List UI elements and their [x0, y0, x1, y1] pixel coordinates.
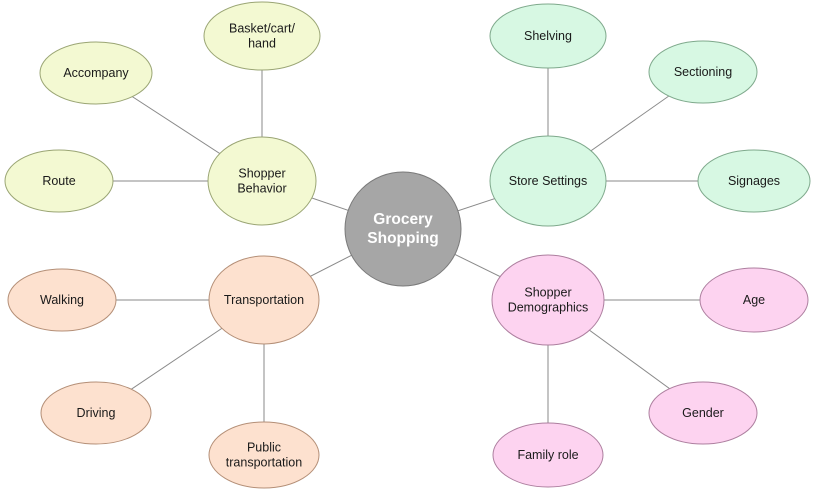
node-route-shape	[4, 149, 114, 213]
node-store-settings-label: Store Settings	[509, 174, 588, 188]
node-signages-shape	[697, 149, 811, 213]
node-store-settings: Store Settings	[489, 135, 607, 227]
node-family-role: Family role	[492, 422, 604, 488]
node-public-transportation-label: Public	[247, 441, 281, 455]
node-age-shape	[699, 267, 809, 333]
node-shopper-demographics-shape	[491, 254, 605, 346]
node-signages: Signages	[697, 149, 811, 213]
node-walking: Walking	[7, 268, 117, 332]
node-gender-shape	[648, 381, 758, 445]
node-signages-label: Signages	[728, 174, 780, 188]
node-accompany: Accompany	[39, 41, 153, 105]
node-transportation-shape	[208, 255, 320, 345]
node-shopper-demographics-label: Shopper	[524, 286, 571, 300]
node-basket-label: Basket/cart/	[229, 22, 296, 36]
node-store-settings-shape	[489, 135, 607, 227]
node-driving-label: Driving	[77, 406, 116, 420]
node-shopper-demographics-label: Demographics	[508, 301, 589, 315]
node-shelving-shape	[489, 3, 607, 69]
node-shopper-behavior-shape	[207, 136, 317, 226]
node-sectioning-shape	[648, 40, 758, 104]
node-shelving: Shelving	[489, 3, 607, 69]
node-route-label: Route	[42, 174, 75, 188]
node-family-role-label: Family role	[517, 448, 578, 462]
central-topic-node-label: Shopping	[367, 230, 438, 247]
node-accompany-label: Accompany	[63, 66, 129, 80]
node-shopper-behavior-label: Behavior	[237, 182, 286, 196]
node-sectioning-label: Sectioning	[674, 65, 732, 79]
node-driving: Driving	[40, 381, 152, 445]
node-family-role-shape	[492, 422, 604, 488]
node-transportation: Transportation	[208, 255, 320, 345]
node-public-transportation-shape	[208, 421, 320, 489]
node-basket: Basket/cart/hand	[203, 1, 321, 71]
node-accompany-shape	[39, 41, 153, 105]
node-shopper-behavior-label: Shopper	[238, 167, 285, 181]
node-sectioning: Sectioning	[648, 40, 758, 104]
node-gender-label: Gender	[682, 406, 724, 420]
node-driving-shape	[40, 381, 152, 445]
node-gender: Gender	[648, 381, 758, 445]
node-transportation-label: Transportation	[224, 293, 304, 307]
node-route: Route	[4, 149, 114, 213]
node-public-transportation-label: transportation	[226, 456, 302, 470]
node-walking-label: Walking	[40, 293, 84, 307]
node-basket-label: hand	[248, 37, 276, 51]
central-topic-node-shape	[344, 171, 462, 287]
node-shelving-label: Shelving	[524, 29, 572, 43]
node-basket-shape	[203, 1, 321, 71]
node-walking-shape	[7, 268, 117, 332]
node-age: Age	[699, 267, 809, 333]
node-age-label: Age	[743, 293, 765, 307]
central-topic-node-label: Grocery	[373, 211, 433, 228]
nodes: ShopperBehaviorBasket/cart/handAccompany…	[4, 1, 811, 489]
